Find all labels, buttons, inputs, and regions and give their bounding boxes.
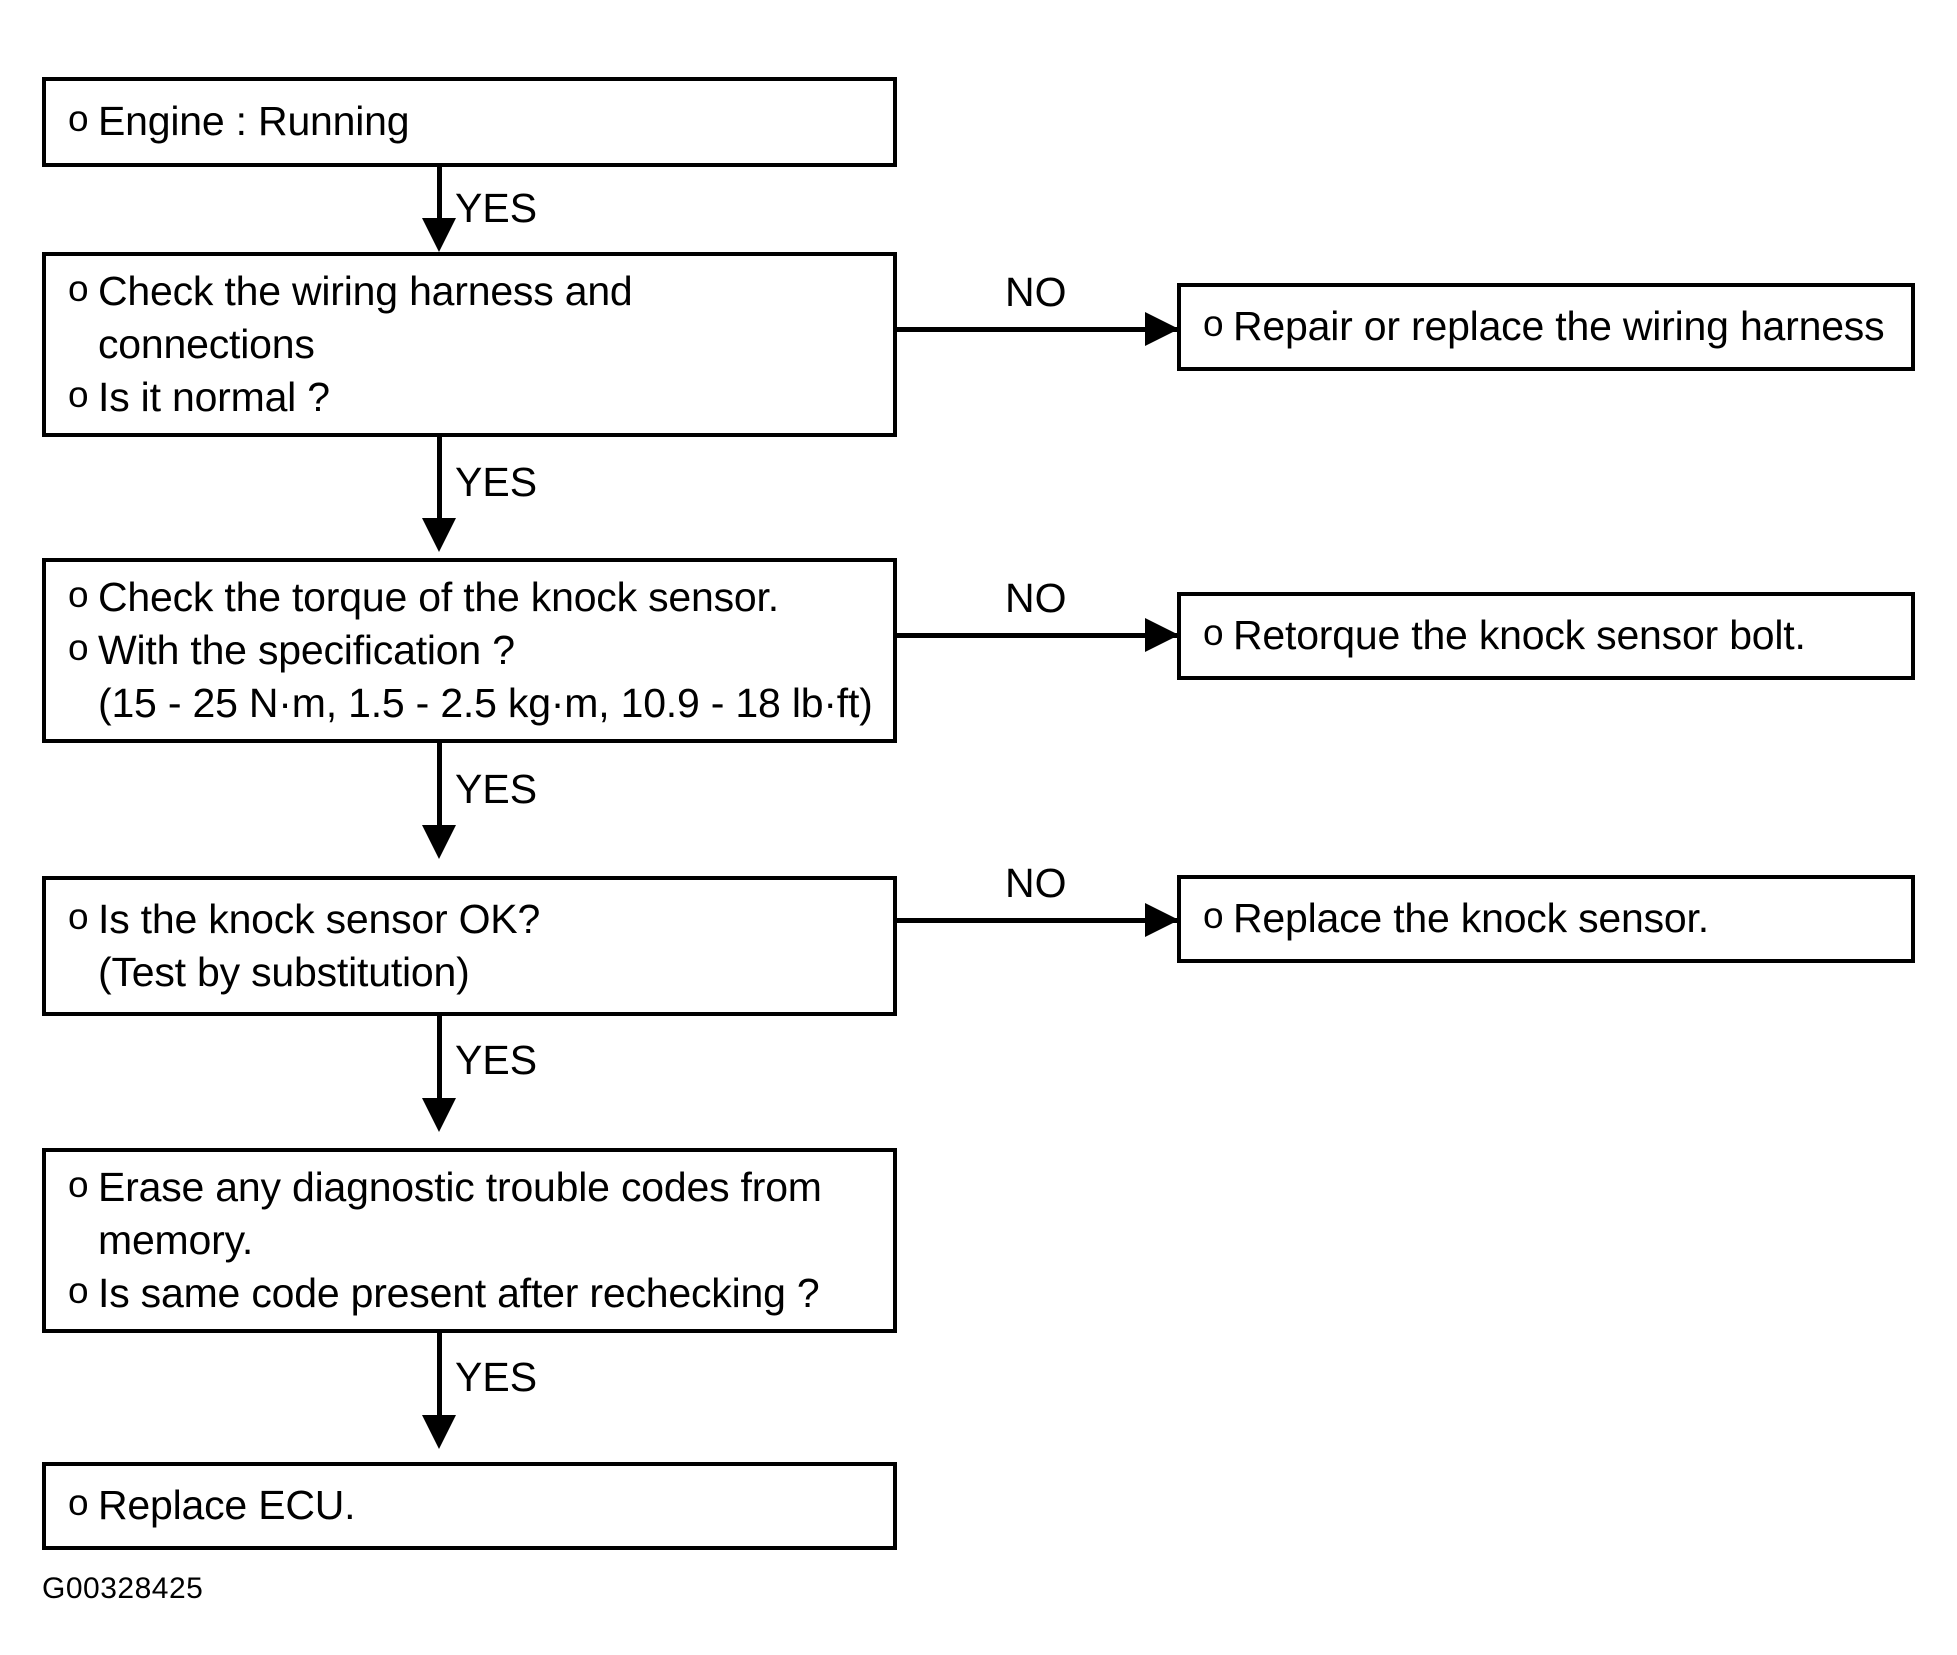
connector-1-2-line xyxy=(437,167,442,227)
node-line: o Erase any diagnostic trouble codes fro… xyxy=(46,1161,883,1214)
node-line: o Is the knock sensor OK? xyxy=(46,893,883,946)
bullet-marker: o xyxy=(68,573,89,615)
node-line: memory. xyxy=(46,1214,883,1267)
edge-label-yes-4: YES xyxy=(455,1037,538,1083)
bullet-marker: o xyxy=(68,98,89,140)
bullet-marker: o xyxy=(68,895,89,937)
bullet-marker: o xyxy=(1203,612,1224,654)
node-line-text: Replace ECU. xyxy=(98,1482,356,1529)
node-engine-running: o Engine : Running xyxy=(42,77,897,167)
node-check-wiring-harness: o Check the wiring harness and connectio… xyxy=(42,252,897,437)
edge-label-no-1: NO xyxy=(1005,269,1067,315)
node-line-text: With the specification ? xyxy=(98,626,515,673)
node-line-text: Is it normal ? xyxy=(98,374,330,421)
node-line-text: (Test by substitution) xyxy=(98,949,470,995)
node-check-torque: o Check the torque of the knock sensor. … xyxy=(42,558,897,743)
node-line: (15 - 25 N·m, 1.5 - 2.5 kg·m, 10.9 - 18 … xyxy=(46,677,883,730)
edge-label-yes-1: YES xyxy=(455,185,538,231)
node-line: o Engine : Running xyxy=(46,95,883,148)
connector-2-3-line xyxy=(437,437,442,532)
node-line: o Replace the knock sensor. xyxy=(1181,892,1901,945)
node-line-text: Erase any diagnostic trouble codes from xyxy=(98,1163,822,1210)
node-line: o Replace ECU. xyxy=(46,1479,883,1532)
node-line: o Check the torque of the knock sensor. xyxy=(46,571,883,624)
edge-label-no-2: NO xyxy=(1005,575,1067,621)
node-line: o Repair or replace the wiring harness xyxy=(1181,300,1901,353)
node-line: o Check the wiring harness and xyxy=(46,265,883,318)
branch-2-line xyxy=(897,633,1187,638)
connector-3-4-arrowhead xyxy=(422,825,456,859)
node-line-text: Engine : Running xyxy=(98,98,410,145)
node-line-text: connections xyxy=(98,320,315,367)
bullet-marker: o xyxy=(68,1270,89,1312)
edge-label-yes-2: YES xyxy=(455,459,538,505)
connector-1-2-arrowhead xyxy=(422,218,456,252)
node-line-text: Is same code present after rechecking ? xyxy=(98,1270,820,1317)
edge-label-no-3: NO xyxy=(1005,860,1067,906)
node-line-text: memory. xyxy=(98,1216,254,1263)
node-line-text: Is the knock sensor OK? xyxy=(98,895,541,942)
connector-2-3-arrowhead xyxy=(422,518,456,552)
bullet-marker: o xyxy=(68,267,89,309)
node-line-text: Replace the knock sensor. xyxy=(1233,895,1709,942)
branch-1-line xyxy=(897,327,1187,332)
connector-4-5-line xyxy=(437,1016,442,1112)
node-line: o Is it normal ? xyxy=(46,371,883,424)
bullet-spacer xyxy=(46,677,98,725)
node-line-text: Retorque the knock sensor bolt. xyxy=(1233,612,1806,659)
node-knock-sensor-ok: o Is the knock sensor OK? (Test by subst… xyxy=(42,876,897,1016)
node-line: connections xyxy=(46,318,883,371)
bullet-spacer xyxy=(46,1214,98,1262)
node-erase-codes: o Erase any diagnostic trouble codes fro… xyxy=(42,1148,897,1333)
bullet-spacer xyxy=(46,946,98,994)
node-repair-wiring-harness: o Repair or replace the wiring harness xyxy=(1177,283,1915,371)
connector-4-5-arrowhead xyxy=(422,1098,456,1132)
branch-3-arrowhead xyxy=(1145,903,1179,937)
connector-5-6-arrowhead xyxy=(422,1415,456,1449)
bullet-spacer xyxy=(46,318,98,366)
node-retorque-bolt: o Retorque the knock sensor bolt. xyxy=(1177,592,1915,680)
bullet-marker: o xyxy=(1203,895,1224,937)
edge-label-yes-3: YES xyxy=(455,766,538,812)
branch-3-line xyxy=(897,918,1187,923)
figure-id-label: G00328425 xyxy=(42,1572,204,1605)
node-line: o Is same code present after rechecking … xyxy=(46,1267,883,1320)
bullet-marker: o xyxy=(68,374,89,416)
connector-5-6-line xyxy=(437,1333,442,1429)
bullet-marker: o xyxy=(68,1163,89,1205)
bullet-marker: o xyxy=(68,626,89,668)
node-line: (Test by substitution) xyxy=(46,946,883,999)
node-replace-ecu: o Replace ECU. xyxy=(42,1462,897,1550)
connector-3-4-line xyxy=(437,743,442,839)
node-line-text: (15 - 25 N·m, 1.5 - 2.5 kg·m, 10.9 - 18 … xyxy=(98,680,873,727)
node-line-text: Check the wiring harness and xyxy=(98,267,633,314)
node-replace-knock-sensor: o Replace the knock sensor. xyxy=(1177,875,1915,963)
edge-label-yes-5: YES xyxy=(455,1354,538,1400)
node-line: o With the specification ? xyxy=(46,624,883,677)
bullet-marker: o xyxy=(1203,303,1224,345)
node-line: o Retorque the knock sensor bolt. xyxy=(1181,609,1901,662)
branch-2-arrowhead xyxy=(1145,618,1179,652)
branch-1-arrowhead xyxy=(1145,312,1179,346)
node-line-text: Check the torque of the knock sensor. xyxy=(98,573,779,620)
node-line-text: Repair or replace the wiring harness xyxy=(1233,303,1885,350)
bullet-marker: o xyxy=(68,1482,89,1524)
